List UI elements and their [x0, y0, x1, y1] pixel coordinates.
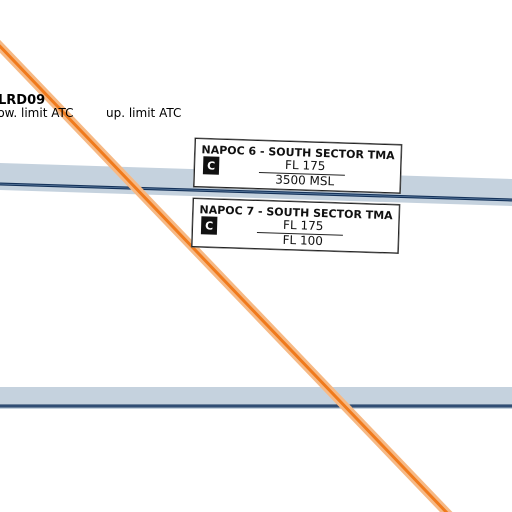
airspace-label-napoc6[interactable]: NAPOC 6 - SOUTH SECTOR TMA C FL 175 3500… [193, 138, 402, 194]
airspace-class-badge: C [200, 216, 218, 235]
route-label: LRD09 [0, 93, 45, 108]
airway-band-lower [0, 387, 512, 409]
lower-limit-value: FL 100 [282, 232, 324, 249]
airspace-class-badge: C [202, 156, 220, 175]
upper-limit-label: up. limit ATC [106, 106, 181, 120]
airway-line-upper-inner [0, 183, 512, 201]
lower-limit-value: 3500 MSL [274, 172, 335, 189]
lower-limit-label: low. limit ATC [0, 106, 74, 120]
route-line[interactable] [0, 38, 450, 512]
airspace-label-napoc7[interactable]: NAPOC 7 - SOUTH SECTOR TMA C FL 175 FL 1… [191, 198, 400, 254]
